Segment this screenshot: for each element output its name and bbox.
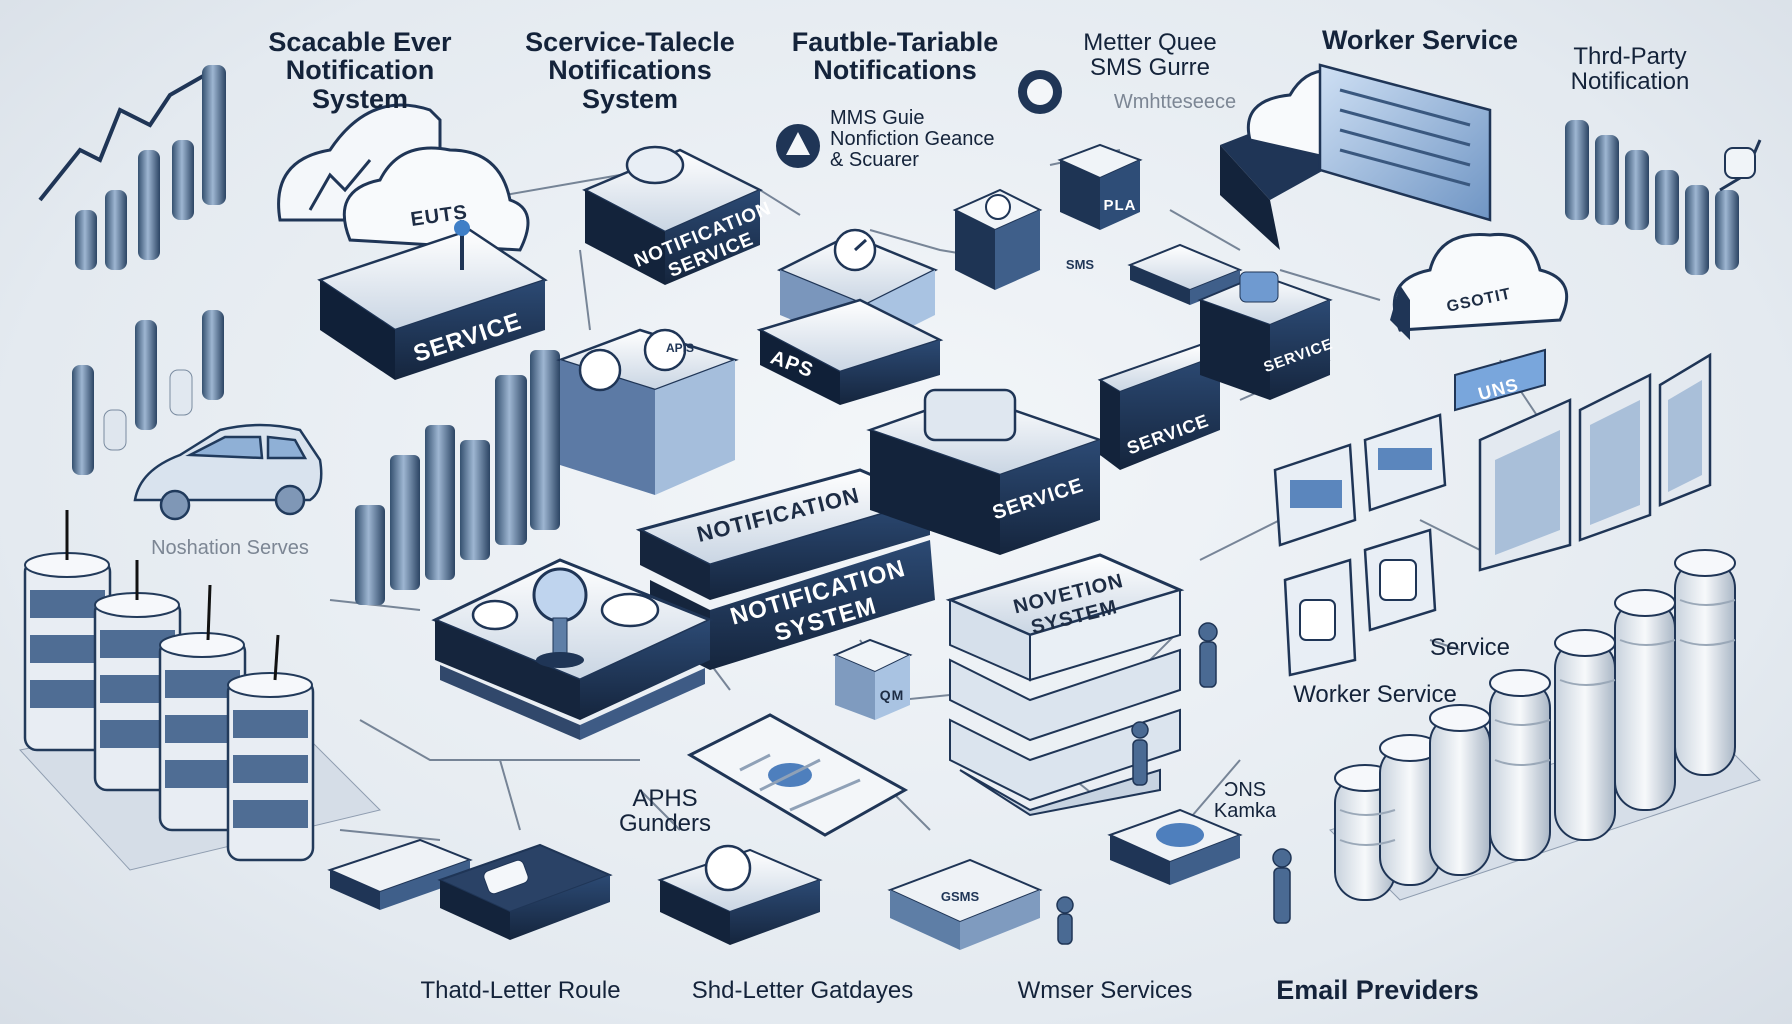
server-stacks-left [19,510,381,871]
pla-label: PLA [1104,197,1137,214]
label-sns-kafka: ƆNS Kamka [1213,779,1277,822]
coin-stacks-right [1329,549,1761,901]
label-notification-serves: Noshation Serves [151,537,309,559]
api-cube [952,188,1043,290]
label-worker-service-right: Worker Service [1293,681,1457,708]
globe-console-block [431,558,714,740]
label-message-queue-sub: Wmhtteseece [1113,91,1237,113]
person-icon [1056,622,1292,945]
right-image-panels [1478,352,1712,572]
label-service-table-notifications: Scervice-Talecle Notifications System [525,27,735,114]
novation-system-stack: NOVETIONSYSTEM [945,553,1185,817]
label-apis-small: APIS [665,341,694,355]
message-queue-logo [1018,70,1062,114]
service-mid-block: SERVICE [866,388,1104,555]
label-scalable-notification-system: Scacable Ever Notification System [268,27,452,114]
label-message-queue: Metter Quee SMS Gurre [1083,29,1217,82]
bird-cube-cluster [556,328,739,495]
line-chart-icon [38,65,226,270]
label-gsms: GSMS [940,889,980,904]
qm-cube: QM [832,638,913,720]
label-worker-service-top: Worker Service [1321,25,1519,55]
label-mms-guide: MMS Guie Nonfiction Geance & Scuarer [830,107,995,171]
cube-cluster-right-top: SERVICE [1127,243,1335,400]
phone-screens [1273,413,1447,677]
label-third-party-notification: Thrd-Party Notification [1570,43,1690,96]
bottom-trays [327,808,1243,950]
label-service-right: Service [1429,634,1511,661]
car-icon [133,423,323,521]
uns-tag: UNS [1454,348,1546,412]
qm-label: QM [880,687,905,703]
label-faultable-notifications: Fautble-Tariable Notifications [791,27,999,86]
label-user-services: Wmser Services [1017,977,1193,1004]
notification-service-block: NOTIFICATIONSERVICE [582,145,774,285]
document-tablet [686,713,909,837]
worker-service-cloud [1220,63,1492,250]
events-service-block: EUTS SERVICE [277,103,548,380]
bar-columns-left [72,310,224,475]
gsotit-cloud: GSOTIT [1390,232,1569,340]
label-sms-box: SMS [1065,257,1095,272]
pla-cube: PLA [1057,143,1143,230]
label-apns-gunders: APHS Gunders [618,785,712,838]
label-third-letter-route: Thatd-Letter Roule [420,977,621,1004]
bar-columns-center [355,350,560,605]
label-email-providers: Email Previders [1276,975,1479,1005]
service-mid2-block: SERVICE [1097,343,1223,470]
apis-block: APS [756,298,944,405]
third-party-bars [1565,120,1762,275]
label-dead-letter-gateways: Shd-Letter Gatdayes [691,977,914,1004]
mms-guide-logo [776,124,820,168]
